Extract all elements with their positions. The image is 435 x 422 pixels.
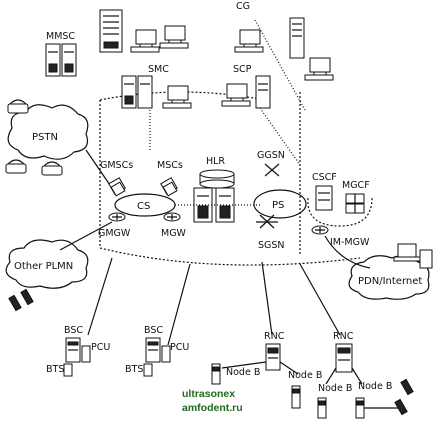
pcu-2-server-icon xyxy=(161,345,171,363)
pstn-label: PSTN xyxy=(32,132,58,143)
other-plmn-label: Other PLMN xyxy=(14,261,73,272)
link-core-bsc2 xyxy=(167,263,191,346)
watermark-line-2: amfodent.ru xyxy=(182,402,243,414)
scp-server-rack-icon xyxy=(255,75,271,109)
mmsc-server-rack-icon xyxy=(45,43,77,77)
ps-domain-ellipse xyxy=(253,189,307,219)
telephone-icon-1 xyxy=(7,99,29,114)
scp-workstation-icon xyxy=(221,83,251,107)
pdn-server-icon xyxy=(419,249,433,269)
cg-server-rack-icon xyxy=(99,9,123,53)
bts-1-antenna-tower-icon xyxy=(63,363,73,377)
bsc-2-server-icon xyxy=(145,337,161,363)
gmsc-switch-icon xyxy=(108,177,126,197)
scp-label: SCP xyxy=(233,64,252,75)
bts-2-antenna-tower-icon xyxy=(143,363,153,377)
mgw-label: MGW xyxy=(161,228,187,239)
gmscs-label: GMSCs xyxy=(100,160,133,171)
cscf-server-icon xyxy=(315,185,333,211)
smc-label: SMC xyxy=(148,64,169,75)
other-plmn-cloud xyxy=(5,239,89,289)
link-cg-core xyxy=(254,19,306,111)
bsc-2-label: BSC xyxy=(144,325,163,336)
cscf-label: CSCF xyxy=(312,172,337,183)
link-core-rnc1 xyxy=(261,261,273,336)
telephone-icon-3 xyxy=(41,161,63,176)
link-pstn-gmsc xyxy=(85,149,113,189)
pcu-1-label: PCU xyxy=(91,342,110,353)
bts-1-label: BTS xyxy=(46,364,64,375)
cg-workstation-icon-3 xyxy=(234,29,264,53)
cg-label: CG xyxy=(236,1,250,12)
link-core-pdn xyxy=(324,235,371,269)
pdn-workstation-icon xyxy=(393,243,421,262)
node-b-3-antenna-tower-icon xyxy=(317,397,327,419)
node-b-4-label: Node B xyxy=(358,381,392,392)
mgcf-label: MGCF xyxy=(342,180,370,191)
pdn-internet-label: PDN/Internet xyxy=(358,276,422,287)
gmgw-router-icon xyxy=(108,212,126,222)
ps-label: PS xyxy=(272,200,284,211)
node-b-1-antenna-tower-icon xyxy=(211,363,221,385)
telephone-icon-2 xyxy=(5,159,27,174)
rnc-1-server-icon xyxy=(265,343,281,371)
watermark-line-1: ultrasonex xyxy=(182,388,235,400)
bsc-1-label: BSC xyxy=(64,325,83,336)
mobile-phone-icon-2 xyxy=(20,288,34,306)
link-rnc1-nodeb xyxy=(221,361,267,369)
core-boundary-bottom xyxy=(99,247,361,266)
cs-label: CS xyxy=(137,201,150,212)
smc-workstation-icon xyxy=(162,85,192,109)
cg-workstation-icon-2 xyxy=(159,25,189,49)
pcu-1-server-icon xyxy=(81,345,91,363)
hlr-database-cylinder-icon xyxy=(199,169,235,189)
link-rnc1-nodeb2 xyxy=(279,361,299,375)
hlr-label: HLR xyxy=(206,156,225,167)
node-b-4-antenna-tower-icon xyxy=(355,397,365,419)
cg-workstation-icon-1 xyxy=(130,29,160,53)
gmgw-label: GMGW xyxy=(98,228,131,239)
mgw-router-icon xyxy=(163,212,181,222)
node-b-1-label: Node B xyxy=(226,367,260,378)
bts-2-label: BTS xyxy=(125,364,143,375)
bsc-1-server-icon xyxy=(65,337,81,363)
im-mgw-label: IM-MGW xyxy=(330,237,370,248)
mobile-phone-icon-3 xyxy=(400,378,414,396)
pdn-internet-cloud xyxy=(348,255,430,300)
pcu-2-label: PCU xyxy=(170,342,189,353)
link-gmgw-plmn xyxy=(59,221,113,251)
node-b-3-label: Node B xyxy=(318,383,352,394)
cg-server-rack-icon-2 xyxy=(289,17,305,59)
node-b-2-antenna-tower-icon xyxy=(291,385,301,409)
rnc-1-label: RNC xyxy=(264,331,285,342)
im-mgw-router-icon xyxy=(311,225,329,235)
msc-switch-icon xyxy=(160,177,178,197)
link-core-bsc1 xyxy=(87,257,113,336)
ggsn-switch-x-icon xyxy=(264,163,280,177)
link-core-rnc2 xyxy=(299,263,341,336)
pstn-cloud xyxy=(7,104,89,160)
node-b-2-label: Node B xyxy=(288,370,322,381)
mscs-label: MSCs xyxy=(157,160,183,171)
mmsc-label: MMSC xyxy=(46,31,75,42)
sgsn-label: SGSN xyxy=(258,240,285,251)
mobile-phone-icon-4 xyxy=(394,398,408,416)
ggsn-label: GGSN xyxy=(257,150,285,161)
smc-server-rack-icon xyxy=(121,75,153,109)
rnc-2-server-icon xyxy=(335,343,353,373)
ims-boundary xyxy=(307,197,373,227)
link-rnc2-nodeb4 xyxy=(351,367,363,385)
sgsn-switch-x-icon xyxy=(256,214,278,229)
link-rnc2-nodeb3 xyxy=(325,367,337,385)
rnc-2-label: RNC xyxy=(333,331,354,342)
mgcf-server-icon xyxy=(345,193,365,214)
mobile-phone-icon-1 xyxy=(8,294,22,312)
hlr-server-rack-icon xyxy=(193,187,235,223)
cg-workstation-icon-4 xyxy=(304,57,334,81)
